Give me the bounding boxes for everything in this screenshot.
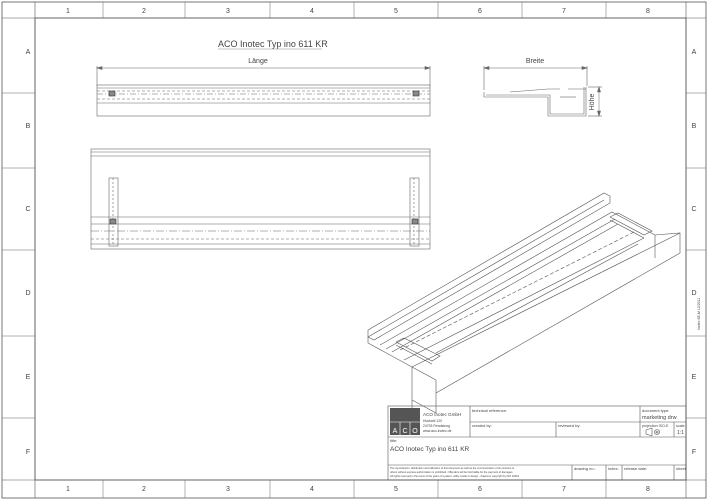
col-label-top: 6 <box>478 8 482 15</box>
dimension-height-label: Höhe <box>589 94 596 111</box>
row-ticks <box>2 92 706 419</box>
dimension-length-label: Länge <box>248 58 268 65</box>
disclaimer-line1: The reproduction, distribution and utili… <box>390 466 515 470</box>
row-label-right: A <box>692 49 697 56</box>
col-label-top: 7 <box>562 8 566 15</box>
side-view <box>482 66 602 118</box>
title-value: ACO Inotec Typ ino 611 KR <box>390 446 470 453</box>
technical-reference-label: technical reference: <box>472 408 507 413</box>
col-label-top: 4 <box>310 8 314 15</box>
col-label-top: 1 <box>66 8 70 15</box>
logo-letter: O <box>412 428 418 435</box>
isometric-view <box>367 192 681 414</box>
col-label-top: 3 <box>226 8 230 15</box>
col-label-top: 8 <box>646 8 650 15</box>
row-label-right: E <box>692 374 697 381</box>
plan-view <box>90 148 431 250</box>
drawing-number-label: drawing no.: <box>574 466 596 471</box>
index-label: index: <box>608 466 619 471</box>
document-type-label: document type: <box>642 408 669 413</box>
col-label-bottom: 1 <box>66 486 70 493</box>
aco-logo <box>390 408 420 435</box>
sheet-label: sheet: <box>676 466 687 471</box>
row-label-left: F <box>26 449 30 456</box>
document-type-value: marketing drw <box>642 415 677 421</box>
logo-letter: C <box>402 428 407 435</box>
company-web: www.aco-inotec.de <box>423 429 452 433</box>
col-label-bottom: 4 <box>310 486 314 493</box>
row-label-left: E <box>26 374 31 381</box>
col-label-bottom: 6 <box>478 486 482 493</box>
row-label-left: A <box>26 49 31 56</box>
column-ticks <box>102 2 607 498</box>
dimension-width-label: Breite <box>526 58 544 65</box>
scale-label: scale: <box>676 424 685 428</box>
row-label-left: B <box>26 123 31 130</box>
row-label-left: C <box>25 206 30 213</box>
col-label-bottom: 3 <box>226 486 230 493</box>
company-name: ACO Inotec GmbH <box>423 412 461 417</box>
release-date-label: release date: <box>624 466 647 471</box>
projection-label: projection ISO-E <box>642 424 669 428</box>
col-label-bottom: 8 <box>646 486 650 493</box>
col-label-bottom: 2 <box>142 486 146 493</box>
front-view <box>95 66 432 117</box>
row-label-left: D <box>25 290 30 297</box>
row-label-right: B <box>692 123 697 130</box>
col-label-top: 5 <box>394 8 398 15</box>
col-label-bottom: 5 <box>394 486 398 493</box>
col-label-top: 2 <box>142 8 146 15</box>
row-label-right: F <box>692 449 696 456</box>
scale-value: 1:1 <box>677 430 684 436</box>
logo-letter: A <box>393 428 398 435</box>
company-address-line1: Hushahl 120 <box>423 419 442 423</box>
disclaimer-line3: All rights reserved in the event of the … <box>390 474 520 478</box>
row-label-right: C <box>691 206 696 213</box>
created-by-label: created by: <box>472 423 492 428</box>
col-label-bottom: 7 <box>562 486 566 493</box>
title-block <box>387 405 687 481</box>
company-address-line2: 24793 Rendsburg <box>423 424 450 428</box>
drawing-title: ACO Inotec Typ ino 611 KR <box>218 39 328 49</box>
reviewed-by-label: reviewed by: <box>558 423 580 428</box>
row-label-right: D <box>691 290 696 297</box>
title-label: title: <box>390 438 397 443</box>
side-note: Inotec 6E-M 12/2011 <box>697 298 701 330</box>
disclaimer-line2: others without express authorization is … <box>390 470 513 474</box>
